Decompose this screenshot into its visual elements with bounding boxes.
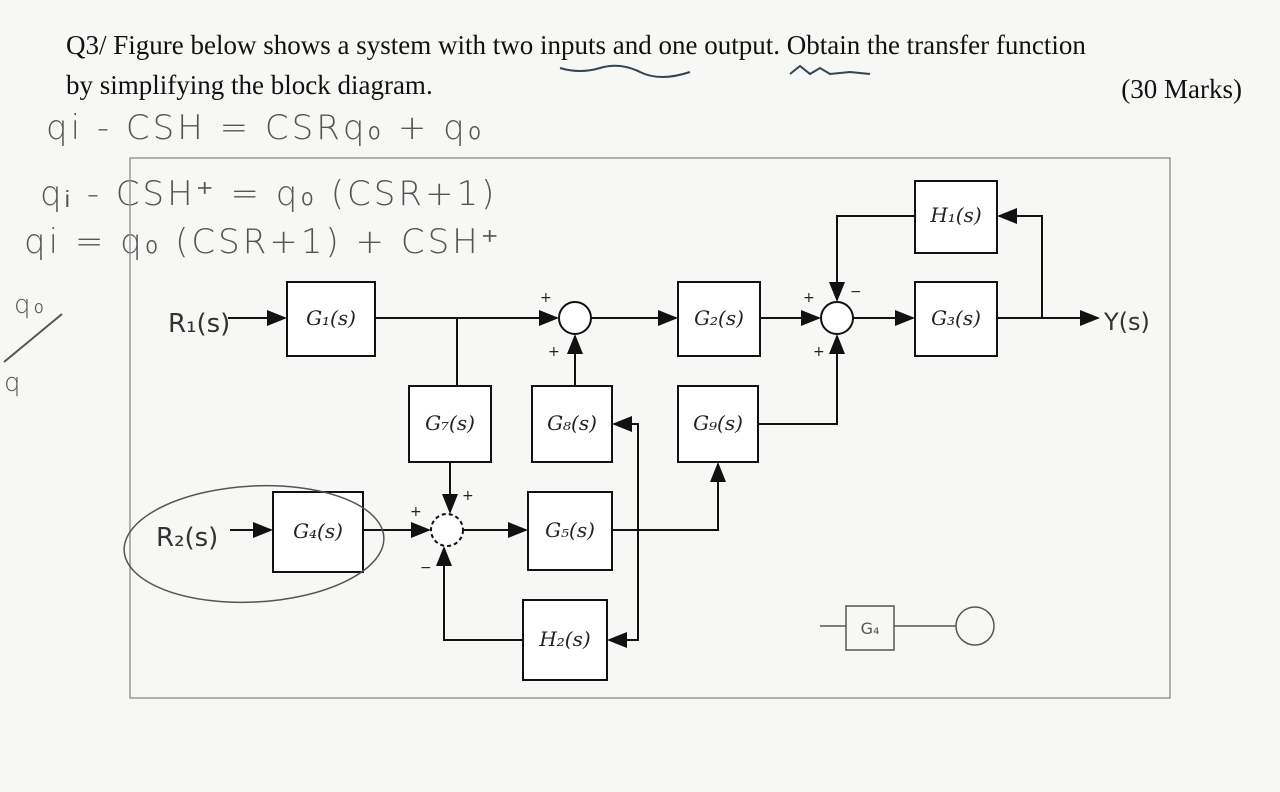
block-g3: G₃(s) [914, 281, 998, 357]
diagram-frame [129, 157, 1171, 699]
handwritten-note-2: qᵢ - CSH⁺ = q₀ (CSR+1) [40, 174, 498, 214]
block-g4: G₄(s) [272, 491, 364, 573]
sign-s3-top: + [462, 488, 474, 504]
underline-squiggle-2 [789, 64, 871, 76]
marks-label: (30 Marks) [1121, 74, 1242, 104]
block-g2-label: G₂(s) [694, 306, 744, 330]
sign-s1-bottom: + [548, 344, 560, 360]
block-g9: G₉(s) [677, 385, 759, 463]
block-g5-label: G₅(s) [545, 518, 595, 542]
signal-lines [228, 208, 1100, 648]
handwritten-note-1: qi - CSH = CSRq₀ + q₀ [46, 108, 485, 148]
question-line-1: Q3/ Figure below shows a system with two… [66, 30, 1086, 60]
sign-s3-bottom: − [420, 560, 432, 576]
block-g8-label: G₈(s) [547, 411, 597, 435]
sign-s2-top: − [850, 284, 862, 300]
block-h1-label: H₁(s) [929, 203, 981, 227]
block-g5: G₅(s) [527, 491, 613, 571]
handdrawn-ellipse [123, 484, 385, 604]
sign-s1-left: + [540, 290, 552, 306]
block-g4-label: G₄(s) [293, 519, 343, 543]
summing-junction-1 [558, 301, 592, 335]
sign-s2-bottom: + [813, 344, 825, 360]
block-g1-label: G₁(s) [306, 306, 356, 330]
summing-junction-3 [430, 513, 464, 547]
sign-s3-left: + [410, 504, 422, 520]
sketch-g4-label: G₄ [861, 619, 880, 638]
input-r2-label: R₂(s) [156, 523, 218, 553]
handwritten-slash [3, 313, 63, 363]
sign-s2-left: + [803, 290, 815, 306]
input-r1-label: R₁(s) [168, 309, 230, 339]
block-h2-label: H₂(s) [538, 627, 590, 651]
sketch-g4-box [845, 605, 895, 651]
handwritten-note-5: q [4, 368, 24, 398]
block-g3-label: G₃(s) [931, 306, 981, 330]
block-g7-label: G₇(s) [425, 411, 475, 435]
output-y-label: Y(s) [1103, 308, 1150, 336]
block-h2: H₂(s) [522, 599, 608, 681]
sketch-circle [955, 606, 995, 646]
handwritten-note-3: qi = q₀ (CSR+1) + CSH⁺ [24, 222, 502, 262]
block-h1: H₁(s) [914, 180, 998, 254]
underline-squiggle-1 [559, 64, 691, 78]
question-line-2: by simplifying the block diagram. [66, 70, 433, 100]
handwritten-note-4: q₀ [14, 290, 47, 320]
block-g2: G₂(s) [677, 281, 761, 357]
block-g7: G₇(s) [408, 385, 492, 463]
block-g1: G₁(s) [286, 281, 376, 357]
summing-junction-2 [820, 301, 854, 335]
block-g9-label: G₉(s) [693, 411, 743, 435]
block-g8: G₈(s) [531, 385, 613, 463]
